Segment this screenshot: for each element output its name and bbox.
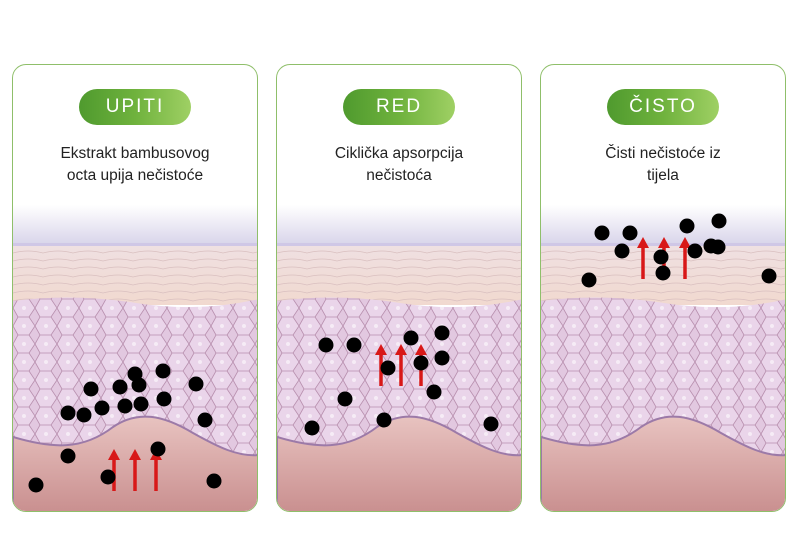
impurity-particle xyxy=(131,377,147,393)
arrow-up-icon xyxy=(395,344,407,386)
skin-surface-glow xyxy=(541,205,785,245)
impurity-particle xyxy=(434,350,450,366)
impurity-particle xyxy=(761,268,777,284)
impurity-particle xyxy=(434,325,450,341)
impurity-particle xyxy=(594,225,610,241)
impurity-particle xyxy=(679,218,695,234)
arrow-up-icon xyxy=(679,237,691,279)
impurity-particle xyxy=(614,243,630,259)
impurity-particle xyxy=(711,213,727,229)
impurity-particle xyxy=(318,337,334,353)
impurity-particle xyxy=(60,405,76,421)
description-line: nečistoća xyxy=(366,167,432,184)
impurity-particle xyxy=(403,330,419,346)
step-badge: UPITI xyxy=(79,89,191,125)
description-line: Ciklička apsorpcija xyxy=(334,145,464,162)
impurity-particle xyxy=(304,420,320,436)
step-description: Ekstrakt bambusovog octa upija nečistoće xyxy=(13,143,257,187)
description-line: Čisti nečistoće iz xyxy=(605,145,721,162)
impurity-particle xyxy=(28,477,44,493)
panel-absorb: UPITI Ekstrakt bambusovog octa upija neč… xyxy=(12,64,258,512)
impurity-particle xyxy=(653,249,669,265)
impurity-particle xyxy=(380,360,396,376)
impurity-particle xyxy=(655,265,671,281)
skin-surface-glow xyxy=(13,205,257,245)
step-badge: RED xyxy=(343,89,455,125)
impurity-particle xyxy=(710,239,726,255)
description-line: tijela xyxy=(647,167,679,184)
dermis xyxy=(277,415,521,511)
description-line: Ekstrakt bambusovog xyxy=(60,145,210,162)
impurity-particle xyxy=(188,376,204,392)
impurity-particle xyxy=(94,400,110,416)
panel-clean: ČISTO Čisti nečistoće iz tijela xyxy=(540,64,786,512)
skin-illustration xyxy=(13,205,257,511)
impurity-particle xyxy=(76,407,92,423)
impurity-particle xyxy=(426,384,442,400)
skin-surface-glow xyxy=(277,205,521,245)
impurity-particle xyxy=(581,272,597,288)
impurity-particle xyxy=(112,379,128,395)
skin-illustration xyxy=(541,205,785,511)
impurity-particle xyxy=(150,441,166,457)
impurity-particle xyxy=(133,396,149,412)
step-badge: ČISTO xyxy=(607,89,719,125)
arrow-up-icon xyxy=(129,449,141,491)
skin-illustration xyxy=(277,205,521,511)
impurity-particle xyxy=(100,469,116,485)
dermis xyxy=(541,415,785,511)
impurity-particle xyxy=(337,391,353,407)
impurity-particle xyxy=(483,416,499,432)
impurity-particle xyxy=(83,381,99,397)
impurity-particle xyxy=(622,225,638,241)
step-description: Čisti nečistoće iz tijela xyxy=(541,143,785,187)
impurity-particle xyxy=(687,243,703,259)
impurity-particle xyxy=(346,337,362,353)
arrow-up-icon xyxy=(637,237,649,279)
impurity-particle xyxy=(117,398,133,414)
impurity-particle xyxy=(156,391,172,407)
step-description: Ciklička apsorpcija nečistoća xyxy=(277,143,521,187)
impurity-particle xyxy=(155,363,171,379)
impurity-particle xyxy=(413,355,429,371)
impurity-particle xyxy=(197,412,213,428)
impurity-particle xyxy=(376,412,392,428)
impurity-particle xyxy=(206,473,222,489)
description-line: octa upija nečistoće xyxy=(66,167,204,184)
impurity-particle xyxy=(60,448,76,464)
panel-cycle: RED Ciklička apsorpcija nečistoća xyxy=(276,64,522,512)
